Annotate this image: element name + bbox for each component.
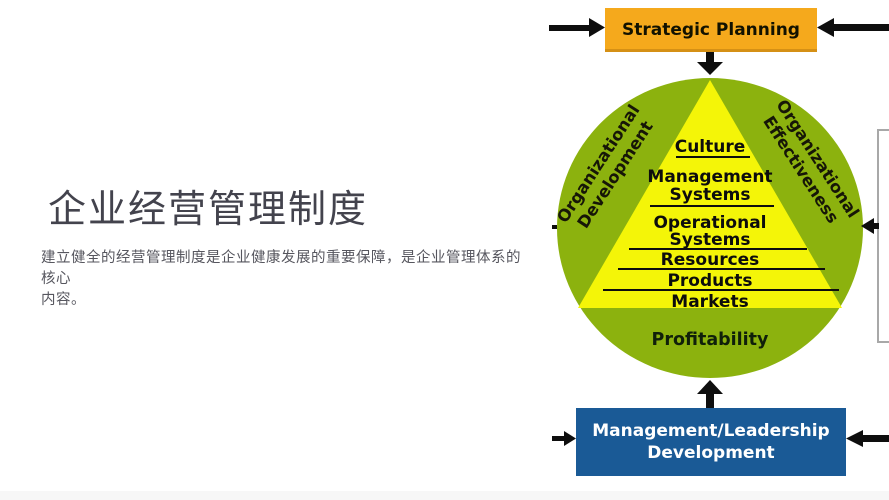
right-side-panel <box>877 129 889 343</box>
pyramid-level-products: Products <box>667 271 753 291</box>
arrow-left-into-leadership-icon <box>552 431 576 446</box>
profitability-label: Profitability <box>651 330 769 350</box>
arrow-left-into-strategic-icon <box>549 18 605 37</box>
leadership-development-box: Management/Leadership Development <box>576 408 846 476</box>
arrow-right-into-strategic-icon <box>817 18 889 37</box>
slide-title: 企业经营管理制度 <box>48 187 369 231</box>
pyramid-divider <box>629 248 807 250</box>
slide-description: 建立健全的经营管理制度是企业健康发展的重要保障，是企业管理体系的核心 内容。 <box>41 250 521 308</box>
pyramid-level-resources: Resources <box>660 250 760 270</box>
arrow-right-into-leadership-icon <box>846 430 889 447</box>
pyramid-level-culture: Culture <box>674 137 746 157</box>
bottom-edge-strip <box>0 491 889 500</box>
arrow-down-from-strategic-icon <box>697 52 723 75</box>
pyramid-divider <box>618 268 825 270</box>
arrow-up-from-leadership-icon <box>697 380 723 408</box>
strategic-planning-box: Strategic Planning <box>605 8 817 52</box>
pyramid-divider <box>603 289 839 291</box>
pyramid-level-management-systems: Management Systems <box>647 167 773 205</box>
pyramid-level-operational-systems: Operational Systems <box>653 213 767 250</box>
pyramid-divider <box>676 156 750 158</box>
pyramid-divider <box>650 205 774 207</box>
pyramid-level-markets: Markets <box>671 292 749 312</box>
